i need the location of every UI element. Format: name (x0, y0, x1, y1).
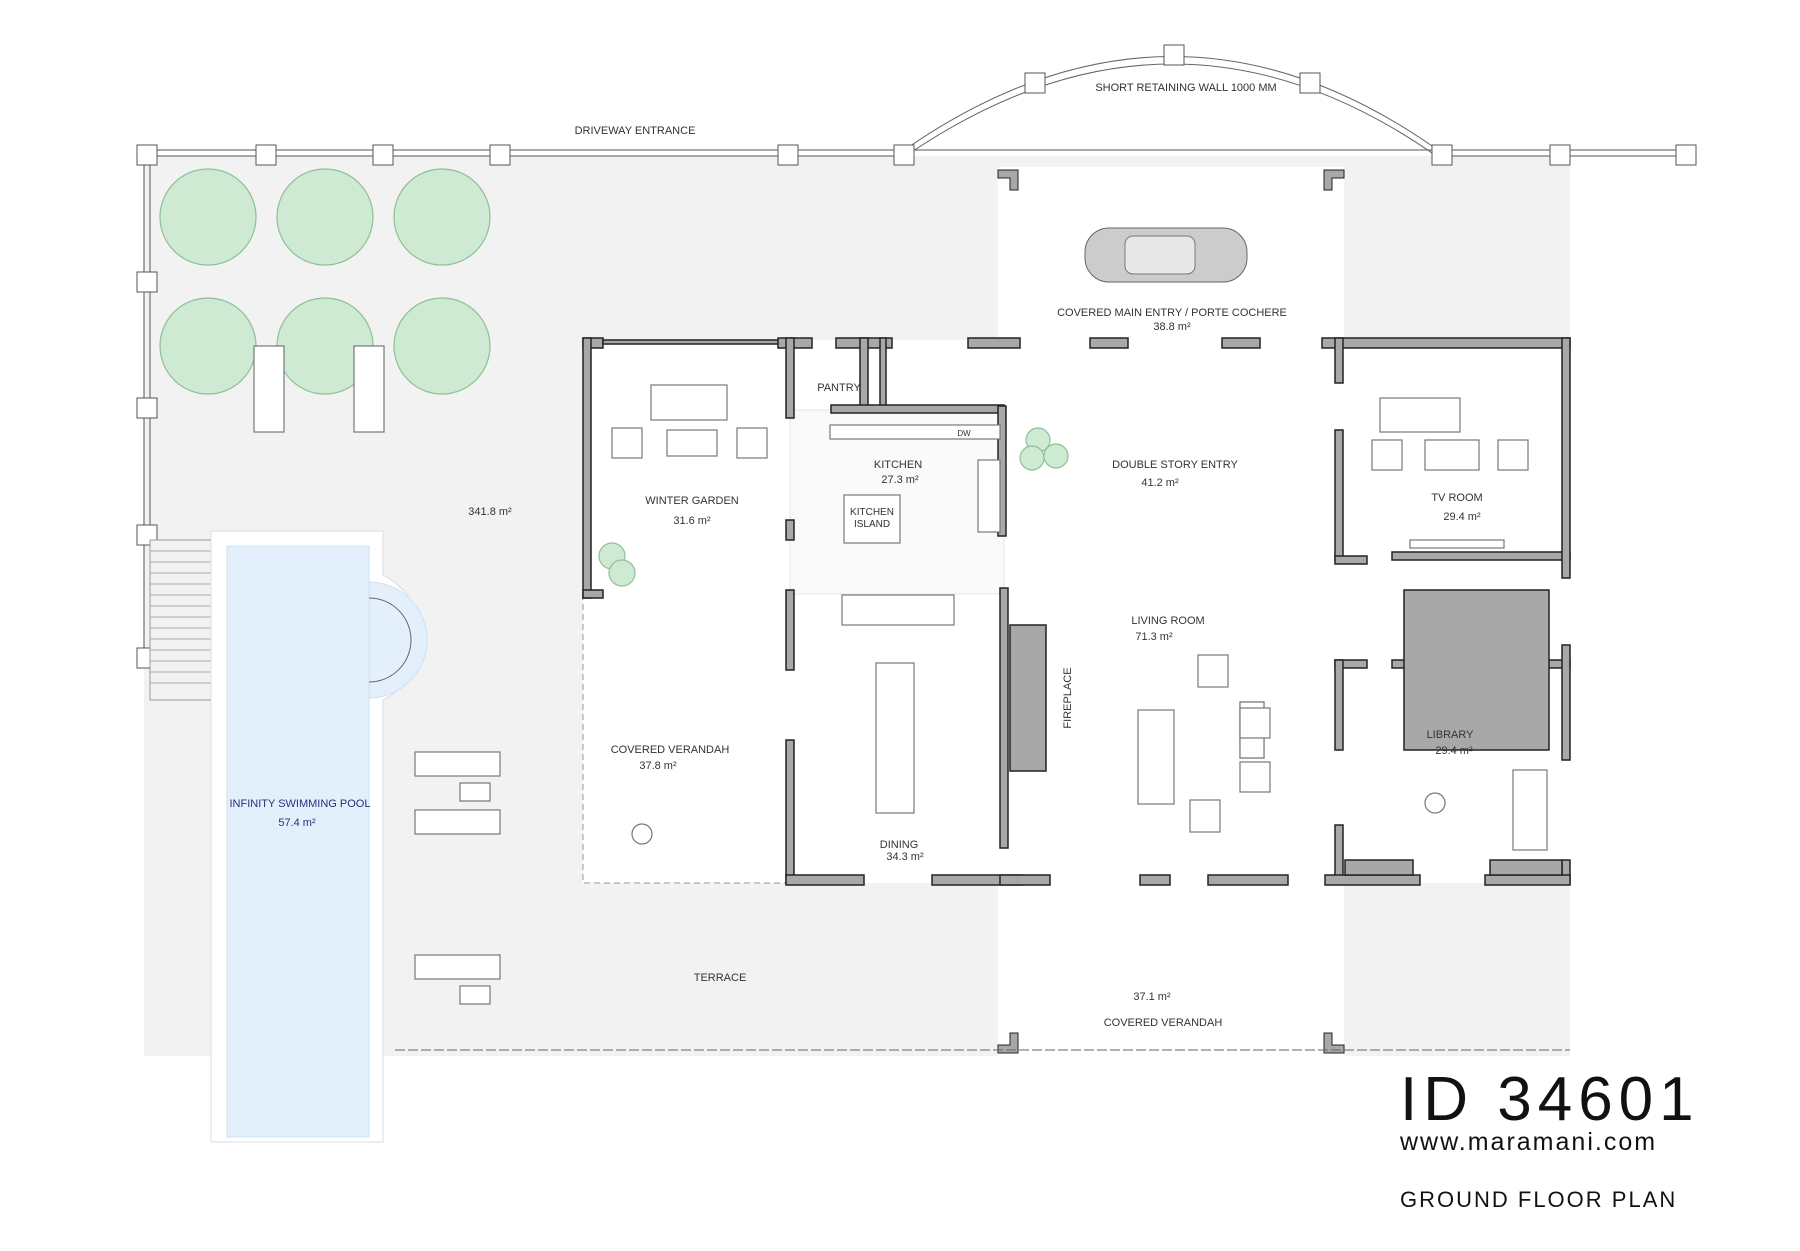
sun-lounger (414, 809, 501, 835)
walls (582, 337, 1571, 886)
label-living-room: LIVING ROOM (1131, 615, 1204, 627)
area-dining: 34.3 m² (886, 851, 924, 863)
area-porte-cochere: 38.8 m² (1153, 321, 1191, 333)
tree-icon (159, 297, 257, 395)
area-covered-verandah-south: 37.1 m² (1133, 991, 1171, 1003)
pillars (997, 169, 1345, 1054)
area-pool: 57.4 m² (278, 817, 316, 829)
tree-icon (276, 168, 374, 266)
side-table (459, 782, 491, 802)
area-library: 29.4 m² (1435, 745, 1473, 757)
plant-icon (1019, 445, 1045, 471)
area-winter-garden: 31.6 m² (673, 515, 711, 527)
garden-trees (159, 168, 1069, 587)
label-winter-garden: WINTER GARDEN (645, 495, 739, 507)
area-covered-verandah-west: 37.8 m² (639, 760, 677, 772)
label-covered-verandah-west: COVERED VERANDAH (611, 744, 730, 756)
label-fireplace: FIREPLACE (1062, 667, 1074, 728)
area-double-story-entry: 41.2 m² (1141, 477, 1179, 489)
label-kitchen-island-2: ISLAND (854, 519, 890, 530)
label-library: LIBRARY (1427, 729, 1475, 741)
boundary-wall (136, 44, 1697, 669)
tree-icon (393, 168, 491, 266)
car-icon (1084, 227, 1248, 283)
label-tv-room: TV ROOM (1431, 492, 1482, 504)
label-dw: DW (957, 429, 971, 438)
label-kitchen: KITCHEN (874, 459, 922, 471)
label-porte-cochere: COVERED MAIN ENTRY / PORTE COCHERE (1057, 307, 1287, 319)
label-pool: INFINITY SWIMMING POOL (230, 798, 371, 810)
label-driveway: DRIVEWAY ENTRANCE (575, 125, 696, 137)
plant-icon (608, 559, 636, 587)
sun-lounger (414, 954, 501, 980)
area-living-room: 71.3 m² (1135, 631, 1173, 643)
label-kitchen-island: KITCHEN (850, 507, 894, 518)
sun-lounger (253, 345, 285, 433)
plan-title: GROUND FLOOR PLAN (1400, 1187, 1677, 1212)
south-verandah-slab (998, 883, 1344, 1056)
website: www.maramani.com (1399, 1128, 1657, 1156)
sun-lounger (414, 751, 501, 777)
label-retaining-wall: SHORT RETAINING WALL 1000 MM (1095, 82, 1276, 94)
plant-icon (1043, 443, 1069, 469)
side-table (459, 985, 491, 1005)
area-kitchen: 27.3 m² (881, 474, 919, 486)
room-labels: DRIVEWAY ENTRANCE SHORT RETAINING WALL 1… (230, 82, 1483, 1029)
infinity-pool (210, 530, 428, 1143)
label-double-story-entry: DOUBLE STORY ENTRY (1112, 459, 1238, 471)
label-pantry: PANTRY (817, 382, 861, 394)
tree-icon (159, 168, 257, 266)
plan-id: ID 34601 (1400, 1065, 1700, 1134)
exterior-stairs (149, 539, 214, 701)
sun-lounger (353, 345, 385, 433)
area-garden: 341.8 m² (468, 506, 512, 518)
furniture (611, 384, 1548, 851)
area-tv-room: 29.4 m² (1443, 511, 1481, 523)
label-covered-verandah-south: COVERED VERANDAH (1104, 1017, 1223, 1029)
label-dining: DINING (880, 839, 919, 851)
tree-icon (393, 297, 491, 395)
label-terrace: TERRACE (694, 972, 747, 984)
